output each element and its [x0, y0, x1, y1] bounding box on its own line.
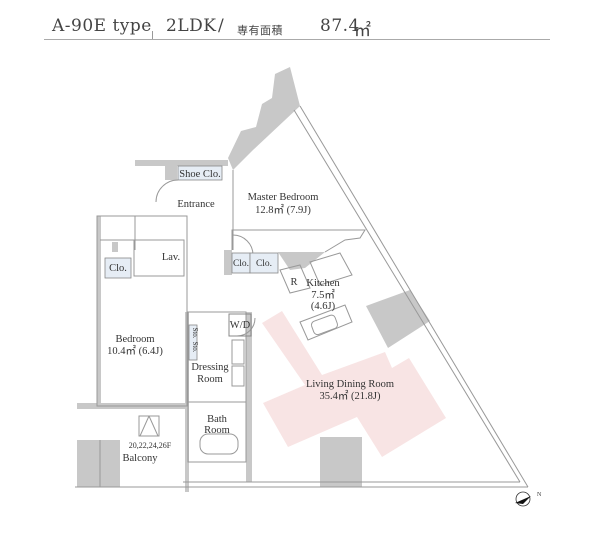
- ldr-label: Living Dining Room: [306, 379, 394, 390]
- bedroom-closet-label: Clo.: [109, 263, 127, 274]
- closets: [104, 165, 279, 361]
- shoe-closet-label: Shoe Clo.: [179, 169, 220, 180]
- bedroom-size: 10.4㎡ (6.4J): [107, 345, 163, 357]
- kitchen-size: 7.5㎡: [311, 289, 335, 301]
- area-value: 87.4: [320, 16, 360, 36]
- closet-2-label: Clo.: [256, 259, 272, 269]
- header-rule: [44, 39, 550, 40]
- ldr-size: 35.4㎡ (21.8J): [320, 390, 381, 402]
- balcony-label: Balcony: [123, 453, 159, 464]
- layout-type: 2LDK: [166, 16, 217, 36]
- compass-label: N: [537, 492, 542, 498]
- area-label: 専有面積: [237, 24, 283, 37]
- dressing-room-label-1: Dressing: [191, 362, 229, 373]
- kitchen-tatami: (4.6J): [311, 301, 336, 312]
- closet-1-label: Clo.: [233, 259, 249, 269]
- master-bedroom-size: 12.8㎡ (7.9J): [255, 204, 311, 216]
- bath-room-label-2: Room: [204, 425, 230, 436]
- lavatory-label: Lav.: [162, 252, 180, 263]
- ldr-highlight: [262, 311, 446, 457]
- wall-lines: [75, 105, 529, 488]
- bath-room-label-1: Bath: [207, 414, 228, 425]
- dressing-room-label-2: Room: [197, 374, 223, 385]
- washer-dryer-label: W/D: [230, 320, 251, 331]
- storage-1-label: Sto.: [191, 327, 199, 338]
- wd-box: [228, 313, 252, 337]
- bedroom-label: Bedroom: [115, 334, 154, 345]
- unit-type: A-90E type: [52, 16, 152, 36]
- storage-2-label: Sto.: [191, 341, 199, 352]
- compass-icon: N: [515, 491, 542, 507]
- balcony-floors: 20,22,24,26F: [129, 441, 172, 450]
- entrance-label: Entrance: [177, 199, 215, 210]
- header-divider-tick: [152, 31, 153, 40]
- refrigerator-label: R: [290, 277, 297, 288]
- header-separator: /: [218, 16, 225, 36]
- master-bedroom-label: Master Bedroom: [248, 192, 319, 203]
- kitchen-label: Kitchen: [306, 278, 340, 289]
- area-unit: ㎡: [354, 21, 372, 41]
